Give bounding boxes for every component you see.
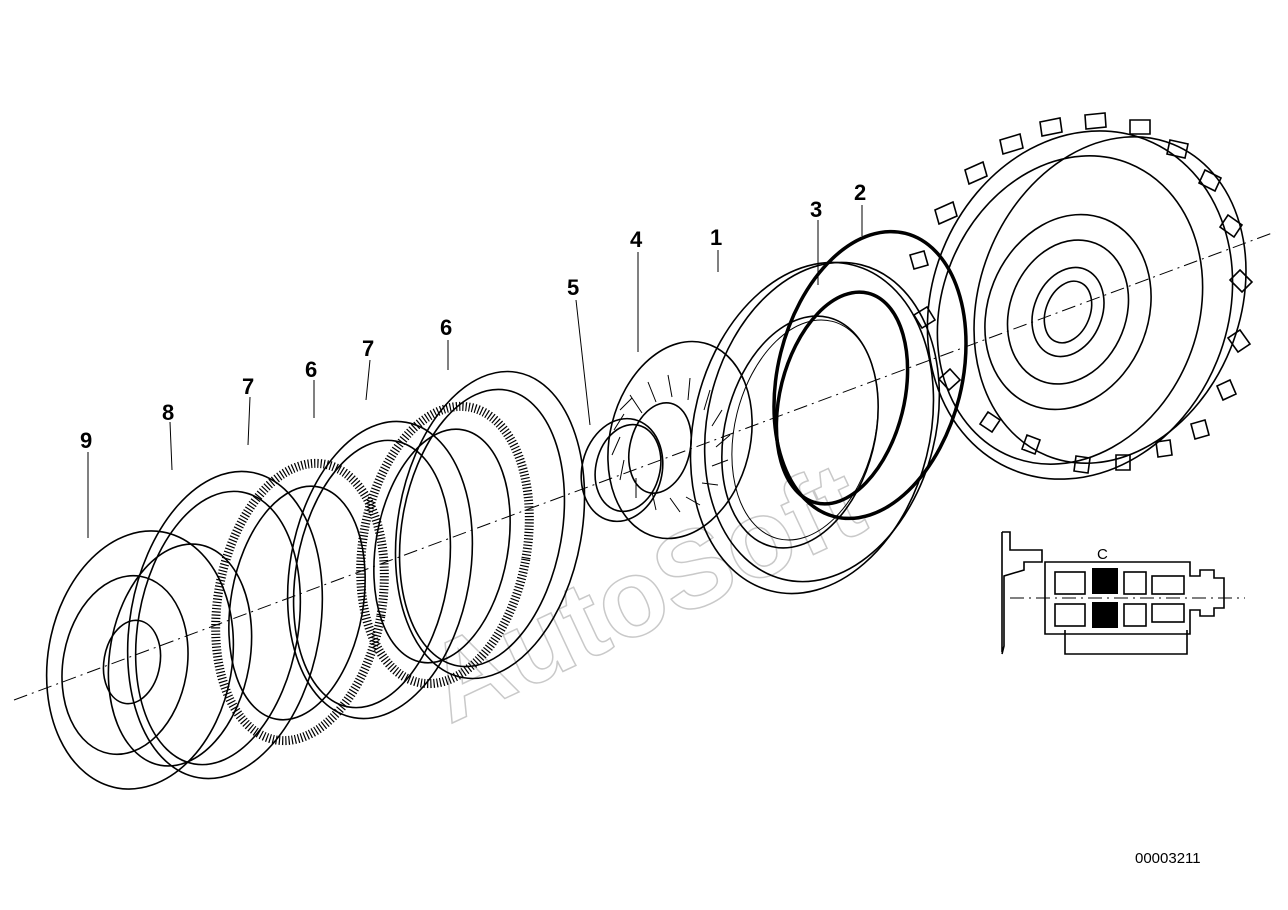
callout-8: 8 [162,400,174,425]
callout-9: 9 [80,428,92,453]
steel-disc-8 [126,470,324,780]
piston-1 [689,261,941,595]
callout-3: 3 [810,197,822,222]
seal-ring-2 [772,229,968,521]
inset-clutch-c-lower [1092,602,1118,628]
callout-7-rear: 7 [362,336,374,361]
inset-locator-diagram: C [1001,531,1245,655]
leader-lines [87,205,863,538]
center-axis-line [13,231,1276,701]
spring-plate-4 [607,340,753,540]
seal-ring-3 [774,290,910,506]
friction-disc-7-front [211,458,389,746]
clutch-drum-housing [909,112,1254,480]
pressure-plate-9 [45,530,253,790]
drawing-number: 00003211 [1135,850,1201,867]
inset-label-c: C [1097,546,1108,563]
callout-6-rear: 6 [440,315,452,340]
callout-7-front: 7 [242,374,254,399]
friction-disc-7-rear [356,401,534,689]
callout-4: 4 [630,227,643,252]
snap-ring-5 [580,417,664,523]
callout-2: 2 [854,180,866,205]
inset-clutch-c-upper [1092,568,1118,594]
callout-6-front: 6 [305,357,317,382]
steel-disc-6-front [286,420,474,720]
callout-5: 5 [567,275,579,300]
callout-1: 1 [710,225,722,250]
